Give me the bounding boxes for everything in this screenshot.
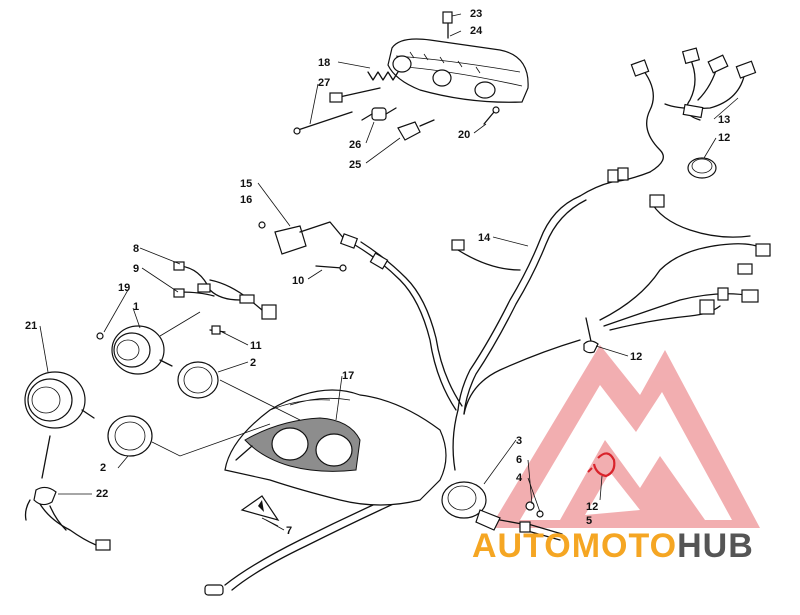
headlight-assembly	[387, 11, 529, 103]
callout-13: 13	[718, 114, 730, 126]
callout-labels: 23 24 18 27 26 25 20 13 12 15 16 14 10 8…	[25, 8, 730, 537]
fuel-gauge	[441, 481, 544, 531]
leader-lines	[151, 311, 301, 457]
callout-27: 27	[318, 77, 330, 89]
callout-16: 16	[240, 194, 252, 206]
bezel-ring-lower	[107, 415, 153, 457]
watermark-auto: AUTOMOTOHUB	[472, 527, 754, 565]
callout-19: 19	[118, 282, 130, 294]
callout-17: 17	[342, 370, 354, 382]
callout-12-lower: 12	[586, 501, 598, 513]
main-harness	[204, 194, 771, 596]
callout-leaders	[39, 13, 739, 531]
callout-15: 15	[240, 178, 252, 190]
callout-4: 4	[516, 472, 523, 484]
tachometer	[96, 261, 277, 375]
highlighted-clip	[587, 452, 616, 478]
callout-24: 24	[470, 25, 483, 37]
callout-7: 7	[286, 525, 292, 537]
callout-26: 26	[349, 139, 361, 151]
mounting-bracket	[258, 221, 359, 272]
speedometer	[24, 371, 111, 551]
callout-9: 9	[133, 263, 139, 275]
temp-sender	[519, 521, 563, 541]
callout-18: 18	[318, 57, 330, 69]
callout-25: 25	[349, 159, 361, 171]
callout-2-lower: 2	[100, 462, 106, 474]
watermark-text: AUTOMOTOHUB	[472, 527, 754, 565]
warning-decal	[240, 495, 280, 527]
callout-12-middle: 12	[630, 351, 642, 363]
callout-11: 11	[250, 340, 262, 352]
bulb-socket	[361, 106, 500, 141]
callout-21: 21	[25, 320, 37, 332]
harness-clip	[583, 340, 599, 354]
upper-harness	[579, 47, 757, 197]
callout-1: 1	[133, 301, 139, 313]
callout-8: 8	[133, 243, 139, 255]
callout-2-upper: 2	[250, 357, 256, 369]
callout-23: 23	[470, 8, 482, 20]
watermark-logo	[490, 345, 760, 528]
callout-22: 22	[96, 488, 108, 500]
callout-3: 3	[516, 435, 522, 447]
callout-10: 10	[292, 275, 304, 287]
adjuster-spring	[293, 71, 399, 135]
callout-5: 5	[586, 515, 592, 527]
clip-part-23	[442, 11, 453, 24]
callout-12-upper: 12	[718, 132, 730, 144]
bezel-ring-upper	[177, 361, 219, 399]
dashboard-panel	[224, 389, 447, 506]
callout-14: 14	[478, 232, 491, 244]
callout-6: 6	[516, 454, 522, 466]
callout-20: 20	[458, 129, 470, 141]
